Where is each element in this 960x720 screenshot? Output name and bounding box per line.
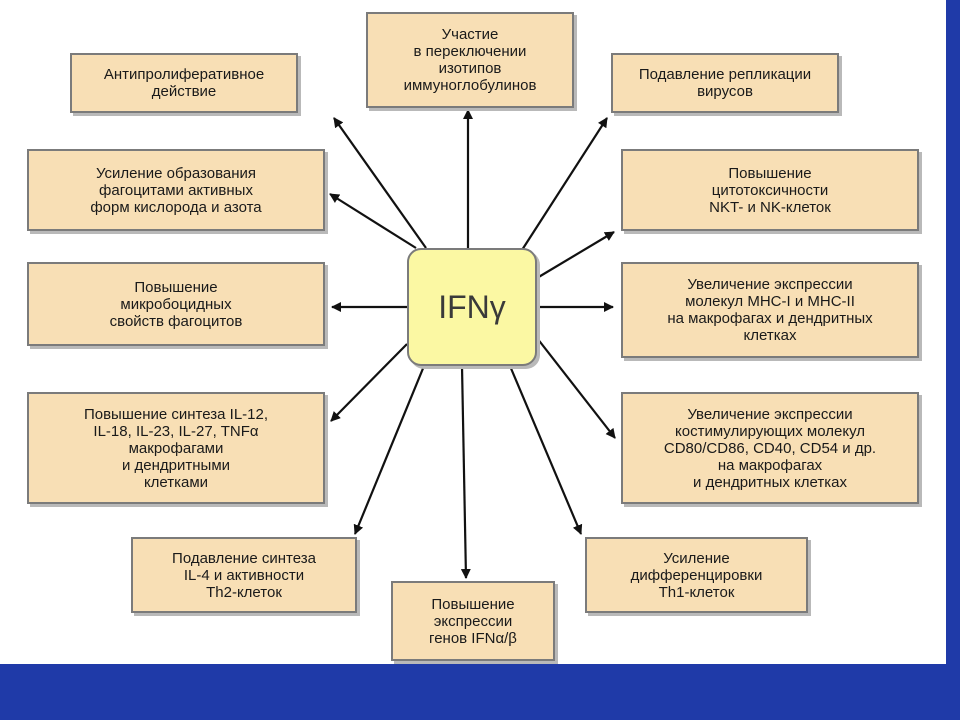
effect-line: Антипролиферативное <box>103 66 265 83</box>
effect-line: и дендритных клетках <box>693 473 847 491</box>
effect-line: вирусов <box>697 83 753 100</box>
effect-line: Усиление <box>663 549 730 567</box>
effect-line: Подавление репликации <box>638 66 812 83</box>
effect-line: генов IFNα/β <box>429 629 517 647</box>
arrow-to-reactive-species <box>329 193 417 249</box>
effect-line: цитотоксичности <box>711 181 829 199</box>
effect-line: молекул MHC-I и MHC-II <box>685 293 855 310</box>
effect-line: и дендритными <box>121 456 231 474</box>
effect-line: клетками <box>143 473 209 491</box>
arrow-to-th1-differentiation <box>508 365 583 535</box>
effect-line: IL-4 и активности <box>183 566 305 584</box>
effect-line: на макрофагах и дендритных <box>667 310 873 327</box>
effect-line: иммуноглобулинов <box>403 77 537 94</box>
effect-line: изотипов <box>438 60 502 77</box>
effect-line: CD80/CD86, CD40, CD54 и др. <box>663 439 877 457</box>
effect-line: Повышение <box>134 278 218 296</box>
effect-line: действие <box>151 83 217 100</box>
effect-line: Участие <box>441 26 499 43</box>
effect-line: NKT- и NK-клеток <box>709 198 831 216</box>
effect-antiproliferative: Антипролиферативное действие <box>70 53 298 113</box>
arrow-to-antiproliferative <box>333 117 427 249</box>
effect-line: костимулирующих молекул <box>675 422 865 440</box>
effect-line: в переключении <box>413 43 527 60</box>
effect-line: Подавление синтеза <box>172 549 316 567</box>
effect-microbicidal: Повышение микробоцидных свойств фагоцито… <box>27 262 325 346</box>
effect-th1-differentiation: Усиление дифференцировки Th1-клеток <box>585 537 808 613</box>
effect-antiviral: Подавление репликации вирусов <box>611 53 839 113</box>
effect-line: на макрофагах <box>717 456 823 474</box>
effect-line: Повышение <box>431 595 515 613</box>
effect-il4-suppression: Подавление синтеза IL-4 и активности Th2… <box>131 537 357 613</box>
effect-line: экспрессии <box>433 612 513 630</box>
effect-isotype-switching: Участие в переключении изотипов иммуногл… <box>366 12 574 108</box>
arrow-to-antiviral <box>521 117 608 251</box>
arrow-to-costimulatory <box>536 337 616 439</box>
effect-line: Усиление образования <box>95 164 257 182</box>
effect-line: Th2-клеток <box>206 583 282 601</box>
effect-line: Th1-клеток <box>658 583 735 601</box>
arrow-to-cytotoxicity <box>536 231 615 279</box>
effect-line: свойств фагоцитов <box>109 312 243 330</box>
effect-line: макрофагами <box>128 439 224 457</box>
arrow-to-il4-suppression <box>353 365 426 535</box>
effect-mhc-expression: Увеличение экспрессии молекул MHC-I и MH… <box>621 262 919 358</box>
effect-line: форм кислорода и азота <box>90 198 262 216</box>
effect-cytotoxicity: Повышение цитотоксичности NKT- и NK-клет… <box>621 149 919 231</box>
effect-cytokine-synthesis: Повышение синтеза IL-12, IL-18, IL-23, I… <box>27 392 325 504</box>
center-label: IFNγ <box>438 288 506 325</box>
effect-line: клетках <box>743 327 797 344</box>
effect-line: Увеличение экспрессии <box>687 405 853 423</box>
effect-line: дифференцировки <box>630 566 763 584</box>
effect-line: Повышение <box>728 164 812 182</box>
effect-line: IL-18, IL-23, IL-27, TNFα <box>93 422 259 440</box>
diagram-canvas: IFNγ Участие в переключении изотипов имм… <box>0 0 946 664</box>
center-node-ifn-gamma: IFNγ <box>407 248 537 366</box>
arrow-to-ifn-ab-genes <box>460 365 471 579</box>
arrows-layer <box>329 109 616 579</box>
effect-costimulatory: Увеличение экспрессии костимулирующих мо… <box>621 392 919 504</box>
arrow-to-cytokine-synthesis <box>330 343 408 422</box>
effect-line: Повышение синтеза IL-12, <box>83 405 269 423</box>
effect-line: фагоцитами активных <box>99 181 253 199</box>
effect-line: Увеличение экспрессии <box>687 276 853 293</box>
effect-ifn-ab-genes: Повышение экспрессии генов IFNα/β <box>391 581 555 661</box>
effect-reactive-species: Усиление образования фагоцитами активных… <box>27 149 325 231</box>
effect-line: микробоцидных <box>120 295 232 313</box>
